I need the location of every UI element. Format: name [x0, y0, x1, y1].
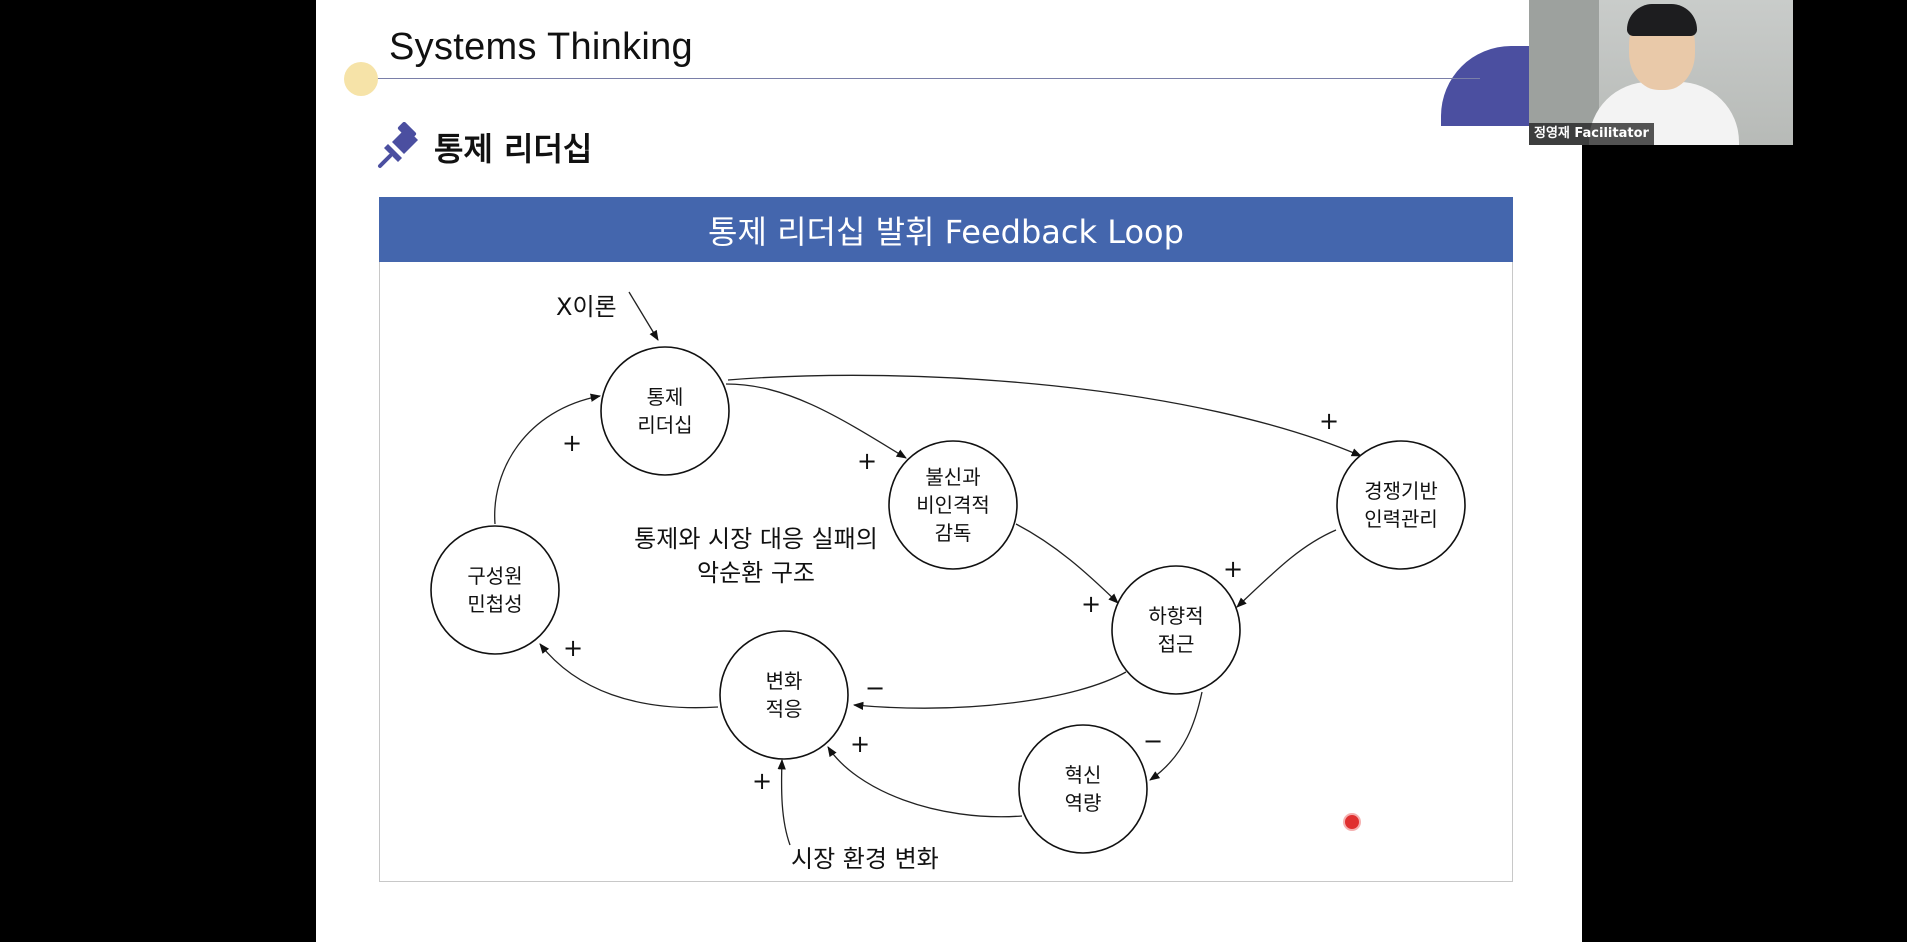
node-competitive-hr [1336, 440, 1466, 570]
node-adaptation [719, 630, 849, 760]
sign-control-to-competitive: + [1318, 407, 1340, 435]
arrow-adaptation-to-agility [539, 643, 719, 709]
section-heading: 통제 리더십 [434, 130, 593, 168]
center-caption: 통제와 시장 대응 실패의 악순환 구조 [634, 525, 878, 587]
sign-topdown-to-innovation: − [1142, 727, 1164, 755]
participant-name: 정영재 Facilitator [1529, 123, 1654, 145]
node-label-distrust: 불신과 비인격적 감독 [916, 465, 990, 545]
webcam-tile[interactable]: 정영재 Facilitator [1529, 0, 1793, 145]
feedback-loop-diagram [430, 291, 1466, 854]
sign-topdown-to-adaptation: − [864, 674, 886, 702]
node-label-topdown: 하향적 접근 [1148, 604, 1204, 656]
presentation-slide: Systems Thinking 통제 리더십 통제 리더십 발휘 Feedba… [316, 0, 1582, 942]
sign-control-to-distrust: + [856, 447, 878, 475]
title-divider [360, 78, 1480, 79]
arrow-distrust-to-topdown [1015, 523, 1119, 604]
arrow-theory-x-to-control [628, 291, 659, 341]
node-label-control: 통제 리더십 [637, 385, 693, 437]
node-label-innovation: 혁신 역량 [1064, 763, 1102, 815]
node-distrust [888, 440, 1018, 570]
node-control-leadership [600, 346, 730, 476]
pushpin-icon [378, 122, 418, 168]
slide-title: Systems Thinking [389, 26, 693, 68]
theory-x-label: X이론 [556, 293, 617, 321]
node-topdown [1111, 565, 1241, 695]
pointer-cursor [1343, 813, 1361, 831]
arrow-agility-to-control [494, 393, 602, 525]
arrow-topdown-to-adaptation [852, 671, 1127, 710]
sign-adaptation-to-agility: + [562, 634, 584, 662]
sign-market-to-adaptation: + [751, 767, 773, 795]
node-label-competitive: 경쟁기반 인력관리 [1364, 479, 1438, 531]
arrow-competitive-to-topdown [1236, 529, 1337, 608]
participant-hair [1627, 4, 1697, 36]
arrow-market-to-adaptation [777, 758, 791, 846]
decorative-dot [344, 62, 378, 96]
panel-header: 통제 리더십 발휘 Feedback Loop [379, 197, 1513, 262]
arrow-control-to-distrust [725, 383, 907, 459]
sign-competitive-to-topdown: + [1222, 555, 1244, 583]
node-label-adaptation: 변화 적응 [765, 669, 803, 721]
arrow-innovation-to-adaptation [827, 746, 1023, 818]
sign-innovation-to-adaptation: + [849, 730, 871, 758]
sign-agility-to-control: + [561, 429, 583, 457]
node-agility [430, 525, 560, 655]
webcam-background [1529, 0, 1599, 145]
arrow-topdown-to-innovation [1149, 691, 1203, 781]
node-label-agility: 구성원 민첩성 [467, 564, 523, 616]
sign-distrust-to-topdown: + [1080, 590, 1102, 618]
node-innovation [1018, 724, 1148, 854]
arrow-control-to-competitive [727, 374, 1362, 457]
market-change-label: 시장 환경 변화 [791, 845, 939, 873]
